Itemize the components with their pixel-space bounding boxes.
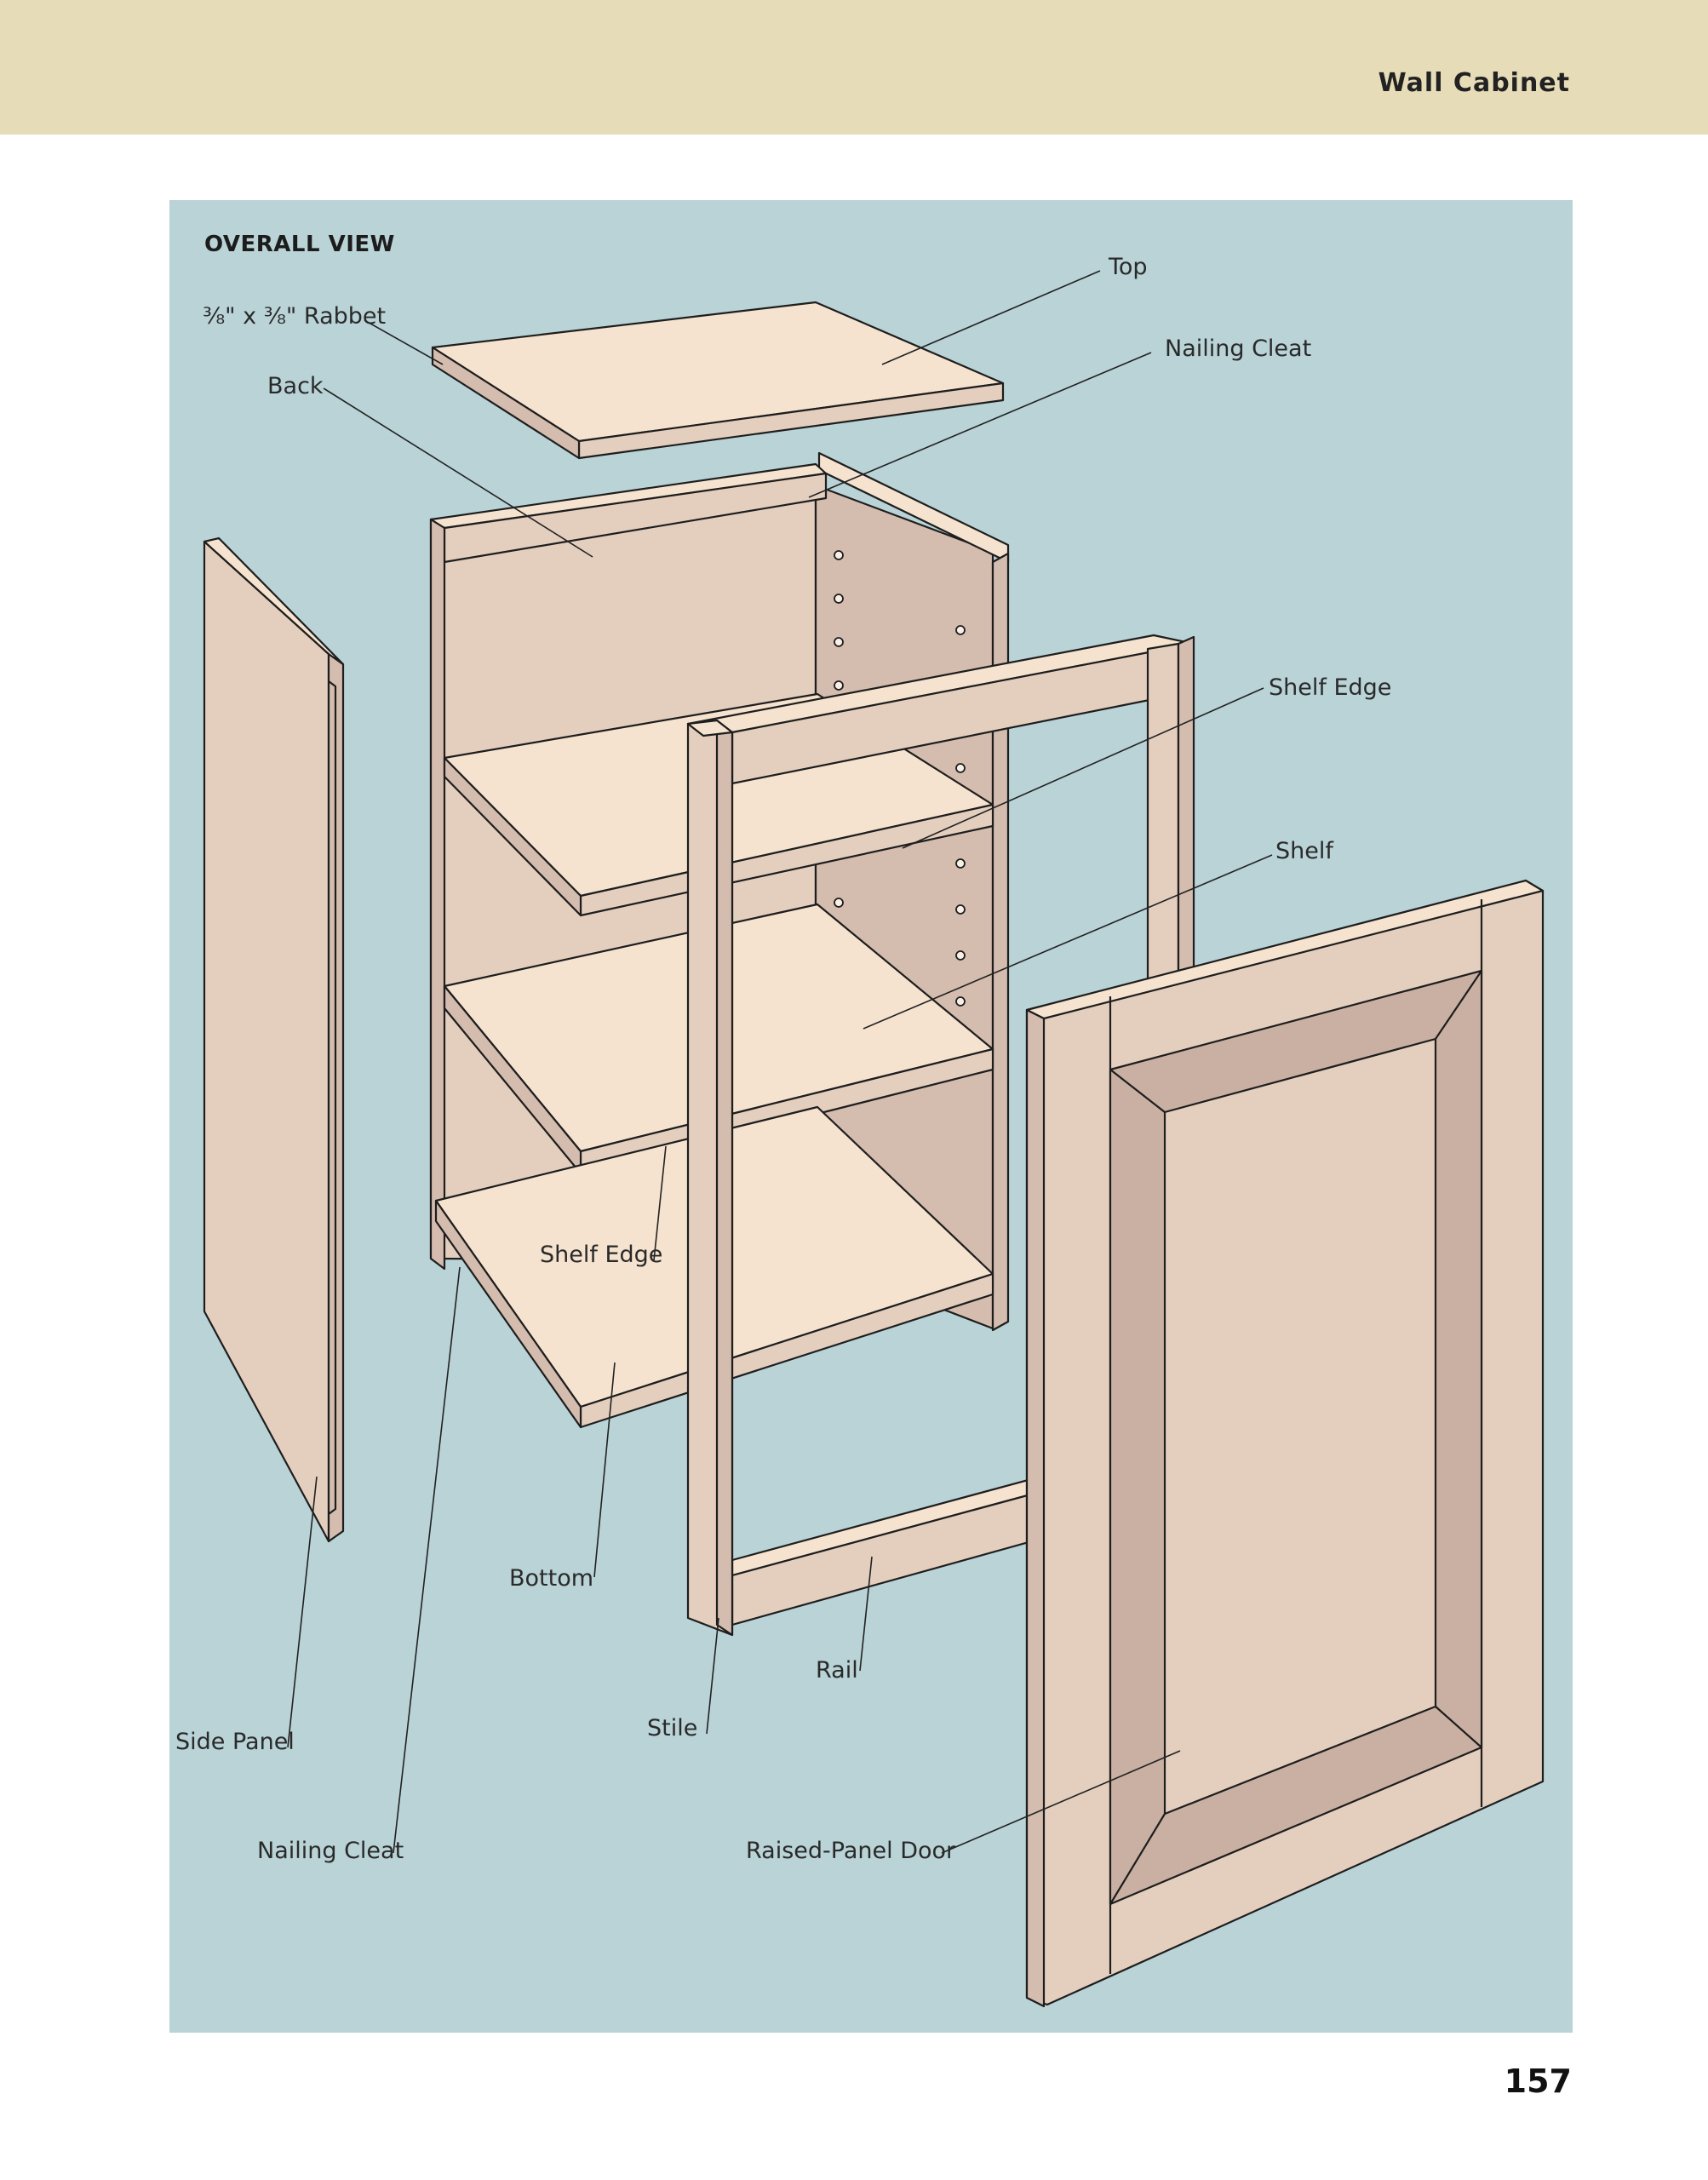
label-shelf-edge-upper: Shelf Edge — [1269, 674, 1391, 701]
leader-nailing-cleat-top — [808, 352, 1152, 498]
leader-top — [881, 270, 1101, 365]
label-side-panel: Side Panel — [175, 1729, 295, 1755]
label-raised-panel-door: Raised-Panel Door — [746, 1838, 956, 1864]
leader-rail — [859, 1556, 873, 1672]
top-panel-illustration — [431, 301, 1005, 460]
leader-bottom — [593, 1362, 616, 1578]
leader-shelf-edge-lower — [653, 1145, 667, 1261]
leader-raised-panel-door — [941, 1750, 1181, 1854]
label-nailing-cleat-bottom: Nailing Cleat — [257, 1838, 404, 1864]
label-bottom: Bottom — [509, 1565, 593, 1592]
leader-back — [323, 387, 593, 558]
part-labels: Top ⅜" x ⅜" Rabbet Back Nailing Cleat Sh… — [175, 254, 1391, 1864]
leader-shelf — [863, 854, 1273, 1030]
figure-heading: OVERALL VIEW — [204, 232, 395, 257]
leader-rabbet — [364, 319, 444, 365]
label-shelf: Shelf — [1275, 838, 1334, 864]
label-rabbet: ⅜" x ⅜" Rabbet — [203, 303, 386, 330]
chapter-title: Wall Cabinet — [1378, 68, 1570, 98]
label-stile: Stile — [647, 1715, 697, 1741]
raised-panel-door-illustration — [1025, 879, 1545, 2008]
label-shelf-edge-lower: Shelf Edge — [540, 1242, 662, 1268]
page-number: 157 — [1504, 2062, 1572, 2100]
leader-stile — [706, 1617, 719, 1735]
leader-shelf-edge-upper — [902, 687, 1264, 849]
label-back: Back — [267, 373, 324, 399]
leader-lines — [287, 270, 1273, 1854]
header-band — [0, 0, 1708, 135]
label-nailing-cleat-top: Nailing Cleat — [1165, 336, 1311, 362]
side-panel-illustration — [203, 536, 345, 1543]
label-rail: Rail — [816, 1657, 858, 1684]
label-top: Top — [1108, 254, 1148, 280]
leader-nailing-cleat-bottom — [393, 1266, 461, 1854]
leader-side-panel — [287, 1476, 318, 1748]
